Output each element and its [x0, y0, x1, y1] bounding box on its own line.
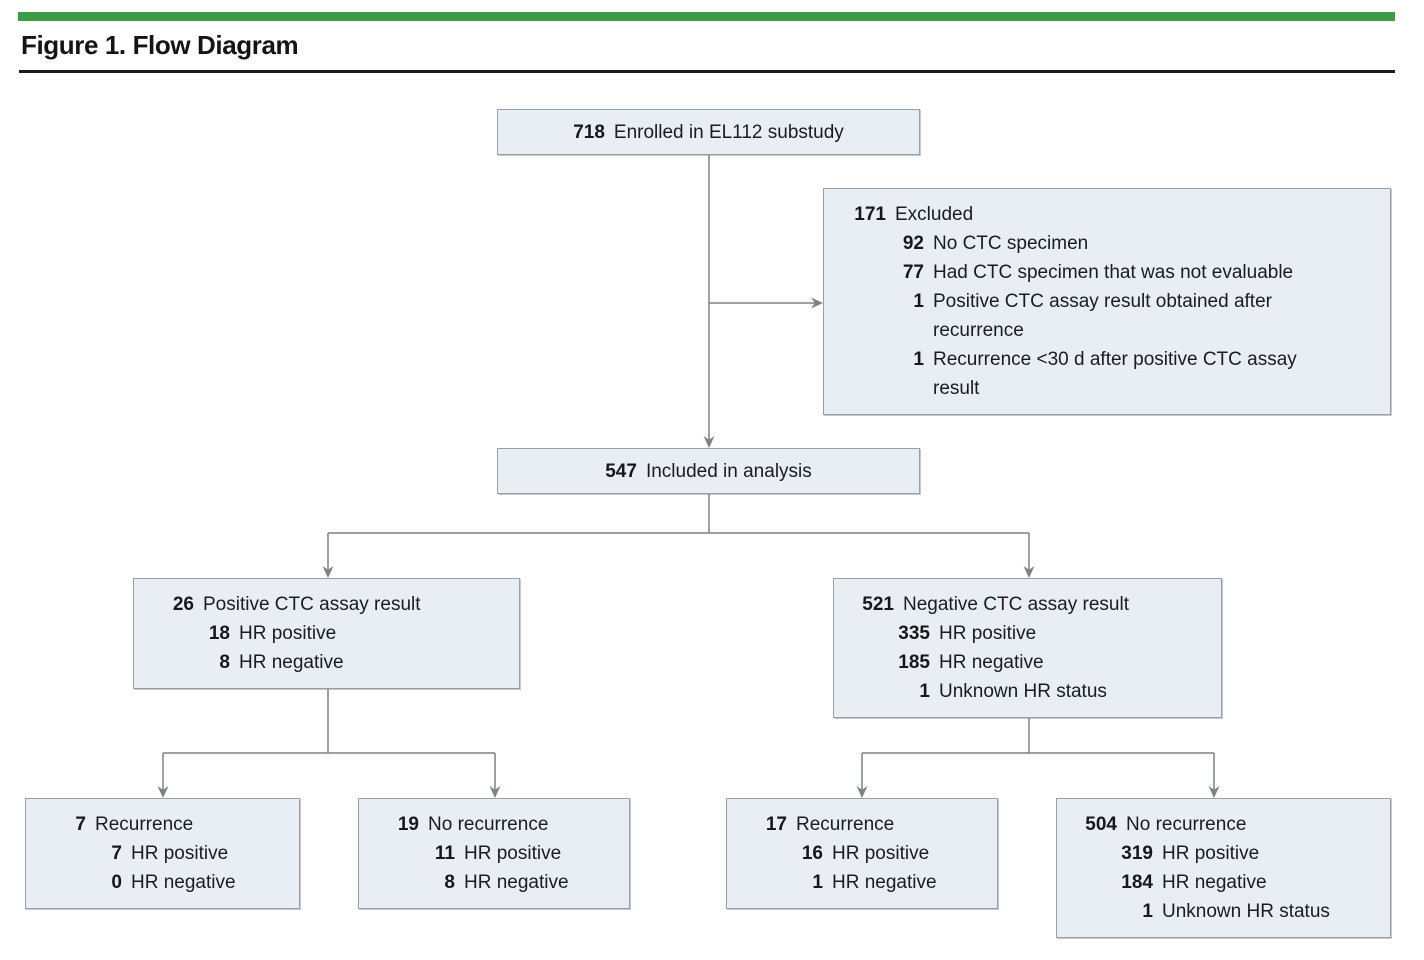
stat-label: Positive CTC assay result	[203, 594, 421, 615]
stat-line: 335 HR positive	[854, 619, 1209, 648]
stat-line: 504 No recurrence	[1077, 810, 1378, 839]
box-content: 504 No recurrence 319 HR positive 184 HR…	[1057, 799, 1390, 937]
figure-title: Figure 1. Flow Diagram	[21, 30, 299, 60]
stat-number: 8	[444, 872, 455, 893]
stat-line: 18 HR positive	[154, 619, 507, 648]
stat-label: HR negative	[239, 652, 344, 673]
stat-number: 335	[898, 623, 930, 644]
stat-line: 319 HR positive	[1077, 839, 1378, 868]
stat-number: 185	[898, 652, 930, 673]
stat-label: HR positive	[464, 843, 562, 864]
stat-line: 19 No recurrence	[379, 810, 617, 839]
stat-label: HR negative	[131, 872, 236, 893]
stat-label: Unknown HR status	[939, 681, 1107, 702]
stat-label: Included in analysis	[645, 460, 812, 482]
stat-label: HR negative	[464, 872, 569, 893]
stat-number: 77	[902, 262, 924, 283]
stat-number: 26	[172, 594, 194, 615]
stat-label: HR positive	[1162, 843, 1260, 864]
box-content: 171 Excluded 92 No CTC specimen 77 Had C…	[824, 189, 1390, 414]
accent-green-bar	[18, 12, 1395, 21]
stat-label: HR negative	[939, 652, 1044, 673]
stat-number: 319	[1121, 843, 1153, 864]
stat-number: 0	[111, 872, 122, 893]
stat-label: Enrolled in EL112 substudy	[613, 121, 844, 143]
stat-line: 521 Negative CTC assay result	[854, 590, 1209, 619]
box-content: 7 Recurrence 7 HR positive 0 HR negative	[26, 799, 299, 908]
box-content: 17 Recurrence 16 HR positive 1 HR negati…	[727, 799, 997, 908]
title-divider-rule	[19, 70, 1395, 73]
stat-line: 77 Had CTC specimen that was not evaluab…	[840, 258, 1378, 287]
stat-label: No CTC specimen	[933, 233, 1089, 254]
box-positive-recurrence: 7 Recurrence 7 HR positive 0 HR negative	[25, 798, 300, 909]
stat-number: 92	[902, 233, 924, 254]
stat-label: HR negative	[832, 872, 937, 893]
stat-label: No recurrence	[1126, 814, 1247, 835]
stat-line: 171 Excluded	[840, 200, 1378, 229]
box-negative-no-recurrence: 504 No recurrence 319 HR positive 184 HR…	[1056, 798, 1391, 938]
stat-line: 1 Unknown HR status	[854, 677, 1209, 706]
stat-number: 171	[854, 204, 886, 225]
stat-label: HR positive	[239, 623, 337, 644]
box-enrolled: 718 Enrolled in EL112 substudy	[497, 109, 920, 155]
stat-line: 1 Recurrence <30 d after positive CTC as…	[840, 345, 1378, 403]
stat-label: Had CTC specimen that was not evaluable	[933, 262, 1294, 283]
stat-number: 547	[605, 460, 637, 482]
stat-number: 521	[862, 594, 894, 615]
stat-line: 8 HR negative	[379, 868, 617, 897]
box-excluded: 171 Excluded 92 No CTC specimen 77 Had C…	[823, 188, 1391, 415]
stat-label: HR positive	[939, 623, 1037, 644]
stat-line: 184 HR negative	[1077, 868, 1378, 897]
stat-label: Positive CTC assay result obtained after…	[933, 291, 1272, 341]
stat-number: 718	[573, 121, 605, 143]
stat-line: 26 Positive CTC assay result	[154, 590, 507, 619]
stat-line: 8 HR negative	[154, 648, 507, 677]
stat-number: 17	[765, 814, 787, 835]
stat-label: HR positive	[832, 843, 930, 864]
stat-label: Recurrence	[796, 814, 895, 835]
stat-label: Excluded	[895, 204, 974, 225]
stat-number: 1	[1142, 901, 1153, 922]
stat-number: 19	[397, 814, 419, 835]
stat-line: 185 HR negative	[854, 648, 1209, 677]
box-content: 26 Positive CTC assay result 18 HR posit…	[134, 579, 519, 688]
stat-line: 1 Positive CTC assay result obtained aft…	[840, 287, 1378, 345]
stat-line: 7 Recurrence	[46, 810, 287, 839]
box-ctc-positive: 26 Positive CTC assay result 18 HR posit…	[133, 578, 520, 689]
stat-number: 1	[919, 681, 930, 702]
stat-label: HR negative	[1162, 872, 1267, 893]
stat-label: No recurrence	[428, 814, 549, 835]
stat-number: 18	[208, 623, 230, 644]
stat-line: 0 HR negative	[46, 868, 287, 897]
box-ctc-negative: 521 Negative CTC assay result 335 HR pos…	[833, 578, 1222, 718]
stat-number: 1	[812, 872, 823, 893]
stat-line: 1 Unknown HR status	[1077, 897, 1378, 926]
stat-number: 8	[219, 652, 230, 673]
stat-line: 92 No CTC specimen	[840, 229, 1378, 258]
stat-label: Recurrence	[95, 814, 194, 835]
stat-number: 7	[75, 814, 86, 835]
stat-label: Negative CTC assay result	[903, 594, 1129, 615]
stat-number: 1	[913, 349, 924, 370]
stat-line: 11 HR positive	[379, 839, 617, 868]
box-included-in-analysis: 547 Included in analysis	[497, 448, 920, 494]
stat-number: 11	[434, 843, 455, 864]
stat-line: 1 HR negative	[747, 868, 985, 897]
stat-label: HR positive	[131, 843, 229, 864]
stat-number: 184	[1121, 872, 1153, 893]
box-positive-no-recurrence: 19 No recurrence 11 HR positive 8 HR neg…	[358, 798, 630, 909]
stat-line: 7 HR positive	[46, 839, 287, 868]
stat-label: Recurrence <30 d after positive CTC assa…	[933, 349, 1297, 399]
stat-line: 17 Recurrence	[747, 810, 985, 839]
stat-number: 1	[913, 291, 924, 312]
box-negative-recurrence: 17 Recurrence 16 HR positive 1 HR negati…	[726, 798, 998, 909]
stat-line: 16 HR positive	[747, 839, 985, 868]
stat-label: Unknown HR status	[1162, 901, 1330, 922]
stat-number: 504	[1085, 814, 1117, 835]
box-content: 19 No recurrence 11 HR positive 8 HR neg…	[359, 799, 629, 908]
stat-number: 16	[801, 843, 823, 864]
stat-number: 7	[111, 843, 122, 864]
box-content: 521 Negative CTC assay result 335 HR pos…	[834, 579, 1221, 717]
